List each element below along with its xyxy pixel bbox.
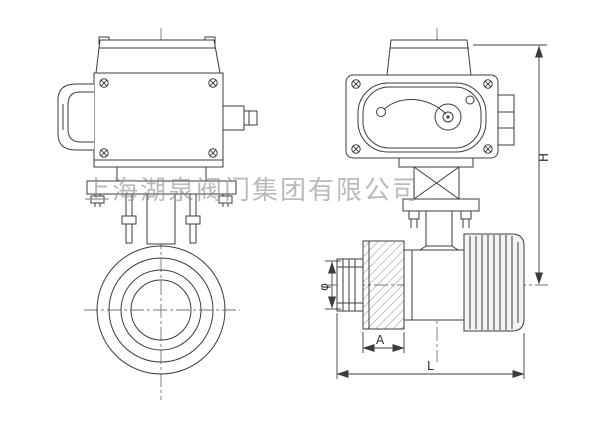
screw-icon — [99, 78, 109, 88]
pipe-end — [336, 258, 364, 312]
dimension-l: L — [336, 313, 525, 379]
dimension-label-l: L — [427, 359, 434, 373]
union-nut-left — [362, 240, 405, 330]
side-view — [328, 28, 548, 362]
front-actuator-cap — [95, 36, 221, 74]
front-view — [57, 28, 258, 400]
side-valve-stem — [425, 210, 453, 251]
dimension-phi: φ — [317, 260, 341, 310]
screw-icon — [351, 144, 361, 154]
front-mounting-bracket — [86, 166, 237, 245]
side-actuator-body — [345, 74, 515, 159]
manual-override-lever — [380, 99, 447, 115]
dimension-h: H — [473, 44, 551, 285]
dimension-label-h: H — [537, 153, 551, 162]
front-valve-body — [96, 245, 226, 375]
side-actuator-cap — [386, 39, 472, 76]
dimension-label-a: A — [376, 333, 385, 347]
side-terminal-box — [497, 94, 515, 146]
front-actuator-body — [93, 72, 224, 168]
screw-icon — [483, 144, 493, 154]
screw-icon — [208, 148, 218, 158]
screw-icon — [99, 148, 109, 158]
side-valve-body — [336, 233, 525, 332]
dimension-label-phi: φ — [317, 283, 331, 291]
dimension-a: A — [362, 332, 405, 353]
front-valve-stem — [146, 193, 176, 245]
dimension-annotations: φ A L H — [317, 44, 551, 379]
screw-icon — [208, 78, 218, 88]
side-mounting-bracket — [398, 157, 480, 251]
screw-icon — [483, 79, 493, 89]
front-cable-gland — [222, 105, 258, 131]
position-indicator-knob — [434, 103, 462, 131]
front-motor-housing — [57, 83, 94, 151]
screw-icon — [351, 79, 361, 89]
